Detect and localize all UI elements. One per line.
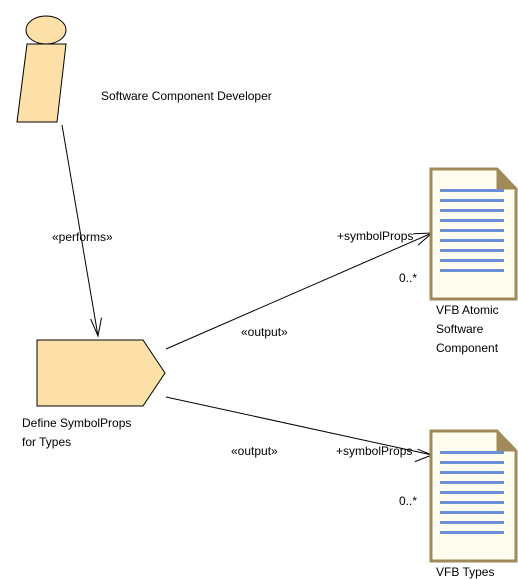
performs-relation[interactable]: «performs» (52, 124, 113, 338)
artifact-name-line-1: VFB Atomic (436, 303, 499, 317)
task-name-line-1: Define SymbolProps (22, 416, 131, 430)
role-name: Software Component Developer (101, 89, 272, 103)
artifact-name-line-3: Component (436, 341, 499, 355)
role-body-icon (16, 43, 67, 123)
output-relation-types[interactable]: «output» +symbolProps 0..* (165, 396, 434, 508)
arrowhead-icon (413, 232, 434, 246)
role-software-component-developer[interactable]: Software Component Developer (16, 15, 272, 123)
role-label: +symbolProps (337, 229, 413, 243)
task-name-line-2: for Types (22, 435, 71, 449)
document-icon (429, 429, 518, 563)
task-shape-icon (36, 339, 166, 407)
document-icon (429, 167, 518, 301)
artifact-vfb-atomic-software-component[interactable]: VFB Atomic Software Component (429, 167, 518, 355)
multiplicity-label: 0..* (399, 494, 417, 508)
arrowhead-icon (90, 317, 102, 338)
artifact-name-line-2: Software (436, 322, 484, 336)
artifact-name: VFB Types (436, 565, 494, 579)
multiplicity-label: 0..* (399, 271, 417, 285)
artifact-vfb-types[interactable]: VFB Types (429, 429, 518, 579)
output-relation-atomic[interactable]: «output» +symbolProps 0..* (165, 229, 434, 350)
role-label: +symbolProps (336, 444, 412, 458)
output-stereotype: «output» (241, 325, 288, 339)
arrowhead-icon (414, 448, 434, 463)
role-head-icon (25, 15, 67, 45)
task-define-symbolprops[interactable]: Define SymbolProps for Types (22, 339, 166, 449)
output-stereotype: «output» (231, 444, 278, 458)
performs-stereotype: «performs» (52, 230, 113, 244)
